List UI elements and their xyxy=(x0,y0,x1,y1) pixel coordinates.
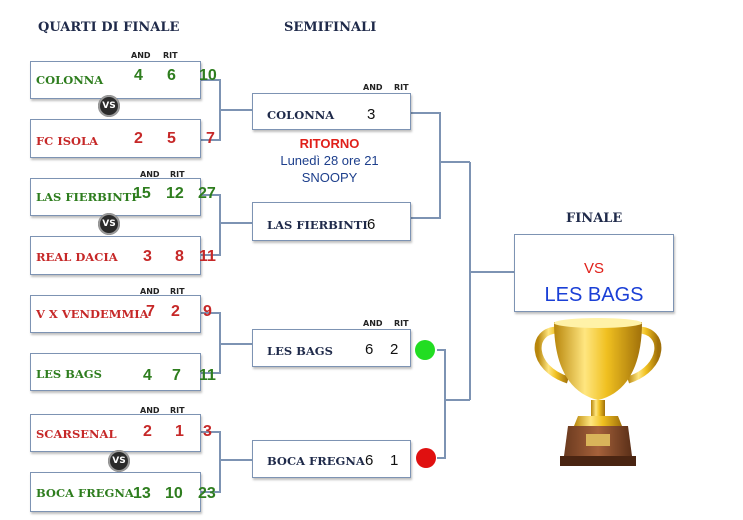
quarter-2-home-name: LAS FIERBINTI xyxy=(36,190,137,204)
winner-dot-icon xyxy=(415,340,435,360)
quarter-4-home-rit: 1 xyxy=(175,423,184,440)
quarter-3-away-and: 4 xyxy=(143,367,152,384)
rit-label: RIT xyxy=(170,170,185,179)
quarter-1-home-name: COLONNA xyxy=(36,73,104,87)
quarter-1-home-rit: 6 xyxy=(167,67,176,84)
quarter-4-home-and: 2 xyxy=(143,423,152,440)
quarter-4-away-name: BOCA FREGNA xyxy=(36,486,134,500)
quarter-1-away-and: 2 xyxy=(134,130,143,147)
quarter-2-away-total: 11 xyxy=(199,248,216,265)
quarter-4-away-rit: 10 xyxy=(165,485,183,502)
semi-4-rit: 1 xyxy=(390,452,399,469)
return-note-title: RITORNO xyxy=(299,136,360,151)
quarter-2-away-and: 3 xyxy=(143,248,152,265)
rit-label: RIT xyxy=(394,319,409,328)
and-label: AND xyxy=(363,83,383,92)
quarter-3-home-name: V X VENDEMMIA xyxy=(36,307,149,321)
semi-2-and: 6 xyxy=(367,216,376,233)
final-vs: VS xyxy=(583,260,604,277)
vs-badge-icon: VS xyxy=(108,450,130,472)
vs-badge-icon: VS xyxy=(98,95,120,117)
semi-3-rit: 2 xyxy=(390,341,399,358)
semi-4-name: BOCA FREGNA xyxy=(267,454,365,468)
quarter-2-home-box xyxy=(30,178,201,216)
quarter-3-home-rit: 2 xyxy=(171,303,180,320)
rit-label: RIT xyxy=(163,51,178,60)
return-note-date: Lunedì 28 ore 21 xyxy=(280,153,379,168)
semi-2-box xyxy=(252,202,411,241)
quarter-1-home-total: 10 xyxy=(199,67,217,84)
quarter-1-away-total: 7 xyxy=(206,130,215,147)
quarter-finals-header: QUARTI DI FINALE xyxy=(38,20,180,35)
rit-label: RIT xyxy=(170,406,185,415)
loser-dot-icon xyxy=(416,448,436,468)
quarter-3-home-box xyxy=(30,295,201,333)
rit-label: RIT xyxy=(170,287,185,296)
semi-3-name: LES BAGS xyxy=(267,344,333,358)
semi-2-name: LAS FIERBINTI xyxy=(267,218,368,232)
quarter-3-away-rit: 7 xyxy=(172,367,181,384)
semi-1-box xyxy=(252,93,411,130)
quarter-1-away-box xyxy=(30,119,201,158)
trophy-icon xyxy=(534,318,662,466)
semifinals-header: SEMIFINALI xyxy=(284,20,377,35)
final-header: FINALE xyxy=(566,211,623,226)
and-label: AND xyxy=(131,51,151,60)
final-box xyxy=(514,234,674,312)
quarter-4-away-box xyxy=(30,472,201,512)
quarter-1-home-and: 4 xyxy=(134,67,143,84)
semi-1-and: 3 xyxy=(367,106,376,123)
rit-label: RIT xyxy=(394,83,409,92)
semi-3-box xyxy=(252,329,411,367)
quarter-1-home-box xyxy=(30,61,201,99)
return-note-venue: SNOOPY xyxy=(301,170,358,185)
quarter-3-home-and: 7 xyxy=(146,303,155,320)
and-label: AND xyxy=(140,406,160,415)
quarter-2-home-rit: 12 xyxy=(166,185,184,202)
semi-1-name: COLONNA xyxy=(267,108,335,122)
and-label: AND xyxy=(140,287,160,296)
and-label: AND xyxy=(140,170,160,179)
quarter-2-home-total: 27 xyxy=(198,185,216,202)
semi-3-and: 6 xyxy=(365,341,374,358)
quarter-3-home-total: 9 xyxy=(203,303,212,320)
quarter-1-away-rit: 5 xyxy=(167,130,176,147)
quarter-2-away-rit: 8 xyxy=(175,248,184,265)
quarter-3-away-name: LES BAGS xyxy=(36,367,102,381)
quarter-4-home-name: SCARSENAL xyxy=(36,427,117,441)
quarter-3-away-box xyxy=(30,353,201,391)
quarter-2-away-box xyxy=(30,236,201,275)
quarter-3-away-total: 11 xyxy=(199,367,216,384)
and-label: AND xyxy=(363,319,383,328)
quarter-1-away-name: FC ISOLA xyxy=(36,134,99,148)
quarter-4-home-total: 3 xyxy=(203,423,212,440)
final-team: LES BAGS xyxy=(544,284,644,306)
vs-badge-icon: VS xyxy=(98,213,120,235)
semi-4-and: 6 xyxy=(365,452,374,469)
quarter-4-away-and: 13 xyxy=(133,485,151,502)
quarter-2-home-and: 15 xyxy=(133,185,151,202)
quarter-2-away-name: REAL DACIA xyxy=(36,250,118,264)
semi-4-box xyxy=(252,440,411,478)
quarter-4-away-total: 23 xyxy=(198,485,216,502)
return-note: RITORNO Lunedì 28 ore 21 SNOOPY xyxy=(252,135,407,186)
